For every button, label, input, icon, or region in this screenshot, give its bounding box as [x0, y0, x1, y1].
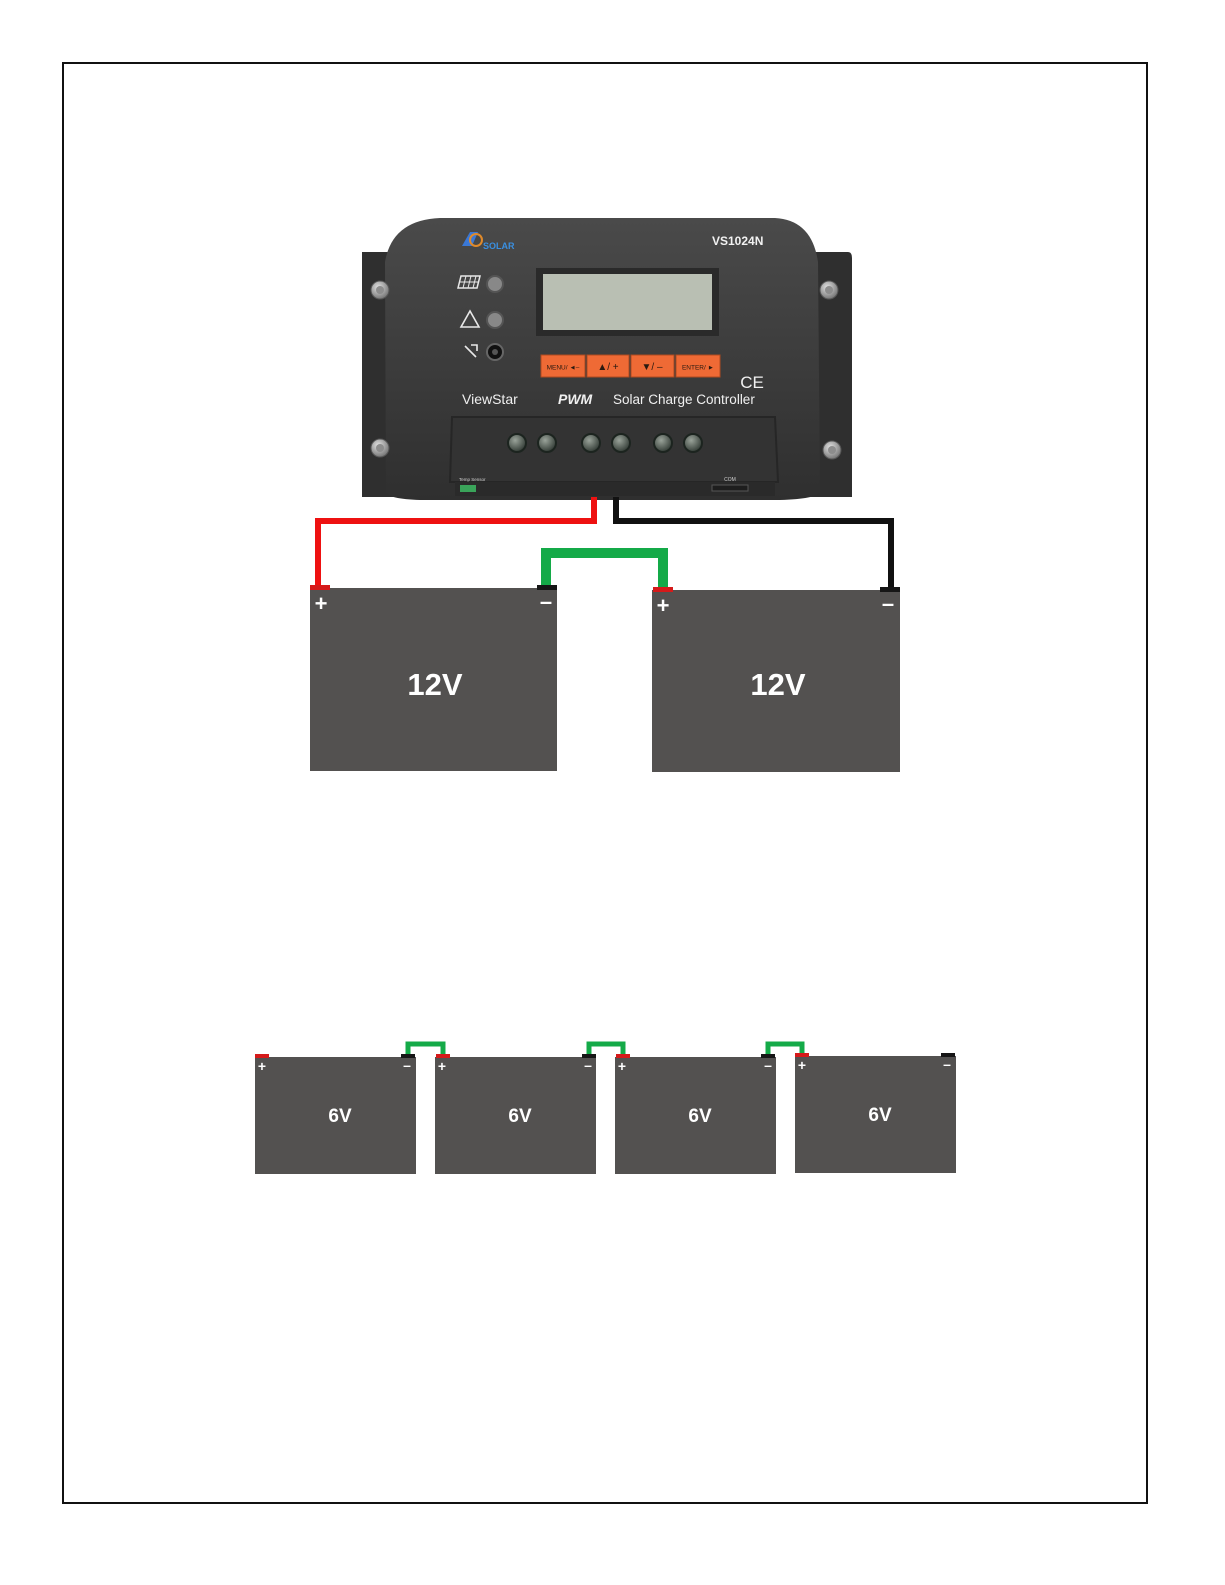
temp-sensor-label: Temp Sensor	[459, 477, 486, 482]
menu-button-label: MENU/ ◄–	[547, 365, 580, 372]
model-label: VS1024N	[712, 234, 763, 248]
plus-sign: +	[258, 1058, 266, 1074]
minus-sign: –	[882, 591, 894, 616]
charge-led	[487, 276, 503, 292]
up-button-label: ▲/ +	[597, 362, 618, 373]
control-buttons: MENU/ ◄– ▲/ + ▼/ – ENTER/ ►	[541, 355, 720, 377]
pwm-label: PWM	[558, 391, 593, 407]
com-port	[712, 485, 748, 491]
charge-controller: SOLAR VS1024N MENU/ ◄– ▲/ + ▼/ –	[362, 218, 852, 500]
bolt-icon	[820, 281, 838, 299]
terminal-screw-icon	[582, 434, 600, 452]
logo-text: SOLAR	[483, 241, 515, 251]
controller-title: Solar Charge Controller	[613, 392, 755, 407]
positive-terminal	[310, 585, 330, 590]
minus-sign: –	[764, 1057, 772, 1073]
temp-sensor-port	[460, 485, 476, 492]
plus-sign: +	[438, 1058, 446, 1074]
minus-sign: –	[943, 1056, 951, 1072]
negative-wire	[616, 497, 891, 587]
battery-voltage-label: 12V	[407, 667, 462, 702]
terminal-screw-icon	[684, 434, 702, 452]
plus-sign: +	[657, 593, 670, 618]
brand-label: ViewStar	[462, 391, 518, 407]
com-port-label: COM	[724, 477, 736, 483]
fault-led	[487, 312, 503, 328]
plus-sign: +	[315, 591, 328, 616]
wires-12v	[318, 497, 891, 587]
battery-6v-1: + – 6V	[255, 1054, 416, 1174]
terminal-screw-icon	[612, 434, 630, 452]
battery-voltage-label: 6V	[328, 1106, 352, 1127]
battery-voltage-label: 6V	[868, 1105, 892, 1126]
minus-sign: –	[403, 1057, 411, 1073]
battery-voltage-label: 6V	[688, 1106, 712, 1127]
battery-12v-2: + – 12V	[652, 587, 900, 772]
plus-sign: +	[618, 1058, 626, 1074]
series-links-6v	[408, 1044, 802, 1056]
load-led-core	[492, 349, 498, 355]
terminal-screw-icon	[508, 434, 526, 452]
battery-12v-1: + – 12V	[310, 585, 557, 771]
battery-6v-4: + – 6V	[795, 1053, 956, 1173]
lcd-screen	[543, 274, 712, 330]
ce-mark: CE	[740, 373, 764, 392]
minus-sign: –	[584, 1057, 592, 1073]
battery-voltage-label: 6V	[508, 1106, 532, 1127]
bolt-icon	[371, 439, 389, 457]
down-button-label: ▼/ –	[641, 362, 662, 373]
bolt-icon	[371, 281, 389, 299]
battery-6v-3: + – 6V	[615, 1054, 776, 1174]
enter-button-label: ENTER/ ►	[682, 365, 714, 372]
battery-6v-2: + – 6V	[435, 1054, 596, 1174]
series-link-wire	[546, 553, 663, 587]
minus-sign: –	[540, 589, 552, 614]
positive-wire	[318, 497, 594, 587]
battery-voltage-label: 12V	[750, 667, 805, 702]
plus-sign: +	[798, 1057, 806, 1073]
positive-terminal	[653, 587, 673, 592]
bolt-icon	[823, 441, 841, 459]
terminal-screw-icon	[538, 434, 556, 452]
terminal-screw-icon	[654, 434, 672, 452]
